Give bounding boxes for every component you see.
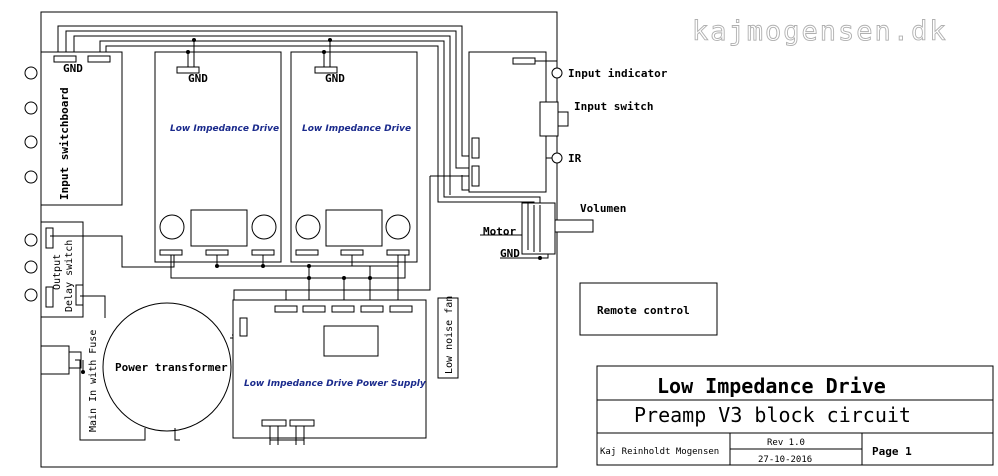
title-block-date: 27-10-2016: [758, 455, 812, 465]
input-board-connector-2: [471, 165, 480, 187]
drive-1-input-connector: [251, 249, 275, 256]
input-control-board: [468, 51, 547, 193]
input-board-connector-1: [471, 137, 480, 159]
watermark: kajmogensen.dk: [692, 16, 948, 47]
ir-label: IR: [568, 152, 582, 165]
input-switchboard-gnd-label: GND: [63, 62, 83, 75]
input-indicator-connector: [512, 57, 536, 65]
input-switchboard-connector: [53, 55, 77, 63]
power-supply-board: [232, 299, 427, 439]
ir-receiver: [551, 152, 563, 164]
title-block-rev: Rev 1.0: [767, 438, 805, 448]
drive-1-output-connector: [159, 249, 183, 256]
output-delay-switch-label-1: Output: [52, 254, 63, 290]
drive-1-heatsink: [190, 209, 248, 247]
power-supply-out-2: [302, 305, 326, 313]
main-in-label: Main In with Fuse: [88, 330, 99, 432]
power-supply-out-4: [360, 305, 384, 313]
power-supply-label: Low Impedance Drive Power Supply: [244, 379, 427, 389]
input-switchboard: [40, 51, 123, 206]
title-block-subtitle: Preamp V3 block circuit: [634, 403, 911, 427]
input-jack-1: [24, 66, 38, 80]
volume-gnd-label: GND: [500, 247, 520, 260]
input-switchboard-label: Input switchboard: [58, 87, 71, 200]
power-supply-out-5: [389, 305, 413, 313]
drive-1-capacitor-2: [251, 214, 277, 240]
title-block-author: Kaj Reinholdt Mogensen: [600, 447, 719, 457]
delay-switch-connector-1: [45, 227, 54, 249]
drive-2-label: Low Impedance Drive: [302, 124, 411, 134]
motor-label: Motor: [483, 225, 516, 238]
input-jack-3: [24, 135, 38, 149]
low-noise-fan: [437, 297, 459, 379]
remote-control: [579, 282, 718, 336]
input-jack-2: [24, 101, 38, 115]
volume-shaft: [554, 219, 594, 233]
volumen-label: Volumen: [580, 202, 626, 215]
drive-1-capacitor-1: [159, 214, 185, 240]
delay-switch-connector-2: [45, 286, 54, 308]
drive-1-label: Low Impedance Drive: [170, 124, 279, 134]
drive-2-capacitor-2: [385, 214, 411, 240]
low-noise-fan-label: Low noise fan: [444, 296, 455, 374]
input-indicator-led: [551, 67, 563, 79]
power-supply-in-2: [289, 419, 315, 427]
input-jack-4: [24, 170, 38, 184]
power-supply-out-3: [331, 305, 355, 313]
power-transformer-label: Power transformer: [115, 361, 228, 374]
power-supply-ac-connector: [239, 317, 248, 337]
drive-gnd-wiring: [186, 38, 332, 67]
output-jack-1: [24, 233, 38, 247]
drive-2-capacitor-1: [295, 214, 321, 240]
output-jack-2: [24, 260, 38, 274]
power-transformer: [102, 302, 232, 432]
drive-2-output-connector: [295, 249, 319, 256]
output-jack-3: [24, 288, 38, 302]
delay-switch-connector-3: [75, 284, 84, 306]
title-block-page: Page 1: [872, 445, 912, 458]
power-supply-out-1: [274, 305, 298, 313]
input-indicator-label: Input indicator: [568, 67, 668, 80]
drive-2-input-connector: [386, 249, 410, 256]
input-switch-body: [539, 101, 559, 137]
power-supply-heatsink: [323, 325, 379, 357]
power-wiring: [50, 235, 406, 441]
drive-1-power-connector: [205, 249, 229, 256]
remote-control-label: Remote control: [597, 304, 690, 317]
input-switch-knob: [557, 111, 569, 127]
title-block-title: Low Impedance Drive: [657, 374, 886, 398]
drive-2-gnd-connector: [314, 66, 338, 74]
drive-2-heatsink: [325, 209, 383, 247]
input-switch-label: Input switch: [574, 100, 653, 113]
drive-1-gnd-label: GND: [188, 72, 208, 85]
mains-inlet: [40, 345, 70, 375]
drive-2-power-connector: [340, 249, 364, 256]
input-switchboard-connector-2: [87, 55, 111, 63]
drive-2-gnd-label: GND: [325, 72, 345, 85]
volume-potentiometer: [521, 202, 556, 255]
power-supply-in-1: [261, 419, 287, 427]
output-delay-switch-label-2: Delay switch: [64, 240, 75, 312]
